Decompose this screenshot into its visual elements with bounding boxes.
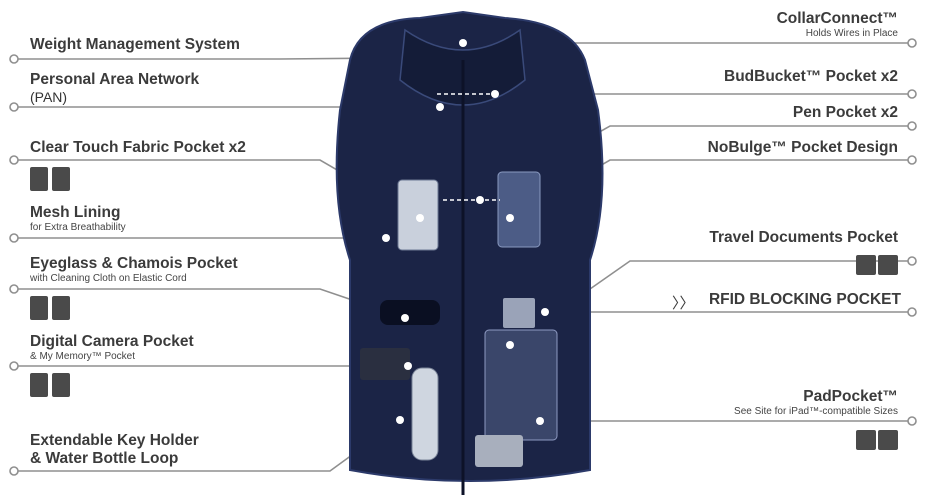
camera-icon <box>30 373 48 397</box>
label-title: Clear Touch Fabric Pocket x2 <box>30 139 246 156</box>
vest-illustration <box>335 10 604 495</box>
label-clear-touch: Clear Touch Fabric Pocket x2 <box>30 139 246 157</box>
label-sub: with Cleaning Cloth on Elastic Cord <box>30 273 187 284</box>
label-title: Travel Documents Pocket <box>709 229 898 246</box>
label-title: Mesh Lining <box>30 204 121 221</box>
label-padpocket: PadPocket™ See Site for iPad™-compatible… <box>734 388 898 418</box>
music-player-icon <box>52 167 70 191</box>
label-sub: (PAN) <box>30 89 68 105</box>
label-sub: Holds Wires in Place <box>805 28 898 39</box>
label-pan: Personal Area Network (PAN) <box>30 71 199 105</box>
tablet-icon <box>856 430 876 450</box>
label-pen-pocket: Pen Pocket x2 <box>793 104 898 122</box>
ereader-icon <box>878 430 898 450</box>
memory-card-icon <box>52 373 70 397</box>
label-travel-documents: Travel Documents Pocket <box>709 229 898 247</box>
label-nobulge: NoBulge™ Pocket Design <box>708 139 898 157</box>
label-title: RFID BLOCKING POCKET <box>708 291 901 308</box>
label-weight-management: Weight Management System <box>30 36 240 54</box>
phone-icon <box>30 167 48 191</box>
label-title: NoBulge™ Pocket Design <box>707 139 898 156</box>
label-title: CollarConnect™ <box>776 10 898 27</box>
label-key-holder: Extendable Key Holder & Water Bottle Loo… <box>30 432 199 468</box>
label-title: BudBucket™ Pocket x2 <box>724 68 898 85</box>
label-title: Personal Area Network <box>30 71 200 88</box>
label-title: Digital Camera Pocket <box>30 333 194 350</box>
passport-icon <box>856 255 876 275</box>
label-title: PadPocket™ <box>803 388 898 405</box>
label-mesh-lining: Mesh Lining for Extra Breathability <box>30 204 126 234</box>
glasses-icon <box>30 296 48 320</box>
label-title: Extendable Key Holder <box>30 432 199 449</box>
label-title: Pen Pocket x2 <box>792 104 898 121</box>
label-sub: See Site for iPad™-compatible Sizes <box>734 406 898 417</box>
label-collarconnect: CollarConnect™ Holds Wires in Place <box>777 10 898 40</box>
label-eyeglass: Eyeglass & Chamois Pocket with Cleaning … <box>30 255 238 285</box>
label-title: Eyeglass & Chamois Pocket <box>30 255 238 272</box>
boarding-pass-icon <box>878 255 898 275</box>
rfid-icon: 〉〉 <box>672 295 695 312</box>
label-rfid: RFID BLOCKING POCKET <box>709 291 901 309</box>
label-sub: & My Memory™ Pocket <box>30 351 136 362</box>
label-title: Weight Management System <box>30 36 240 53</box>
label-sub: for Extra Breathability <box>30 222 126 233</box>
cloth-icon <box>52 296 70 320</box>
label-budbucket: BudBucket™ Pocket x2 <box>724 68 898 86</box>
label-sub: & Water Bottle Loop <box>30 450 179 467</box>
label-camera: Digital Camera Pocket & My Memory™ Pocke… <box>30 333 194 363</box>
